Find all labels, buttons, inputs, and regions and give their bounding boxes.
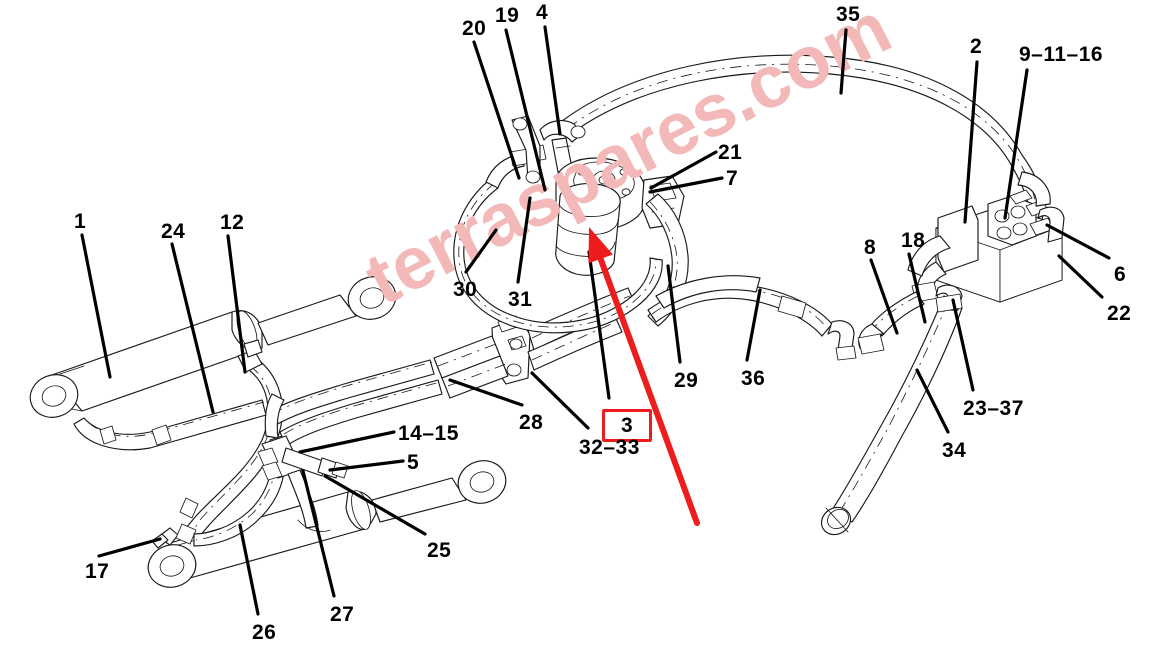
callout-27: 27	[330, 603, 355, 626]
callout-24: 24	[161, 220, 186, 243]
callout-2: 2	[970, 35, 983, 58]
callout-21: 21	[718, 141, 743, 164]
callout-35: 35	[836, 3, 861, 26]
callout-1: 1	[74, 210, 87, 233]
callout-32-33: 32–33	[579, 436, 640, 459]
callout-34: 34	[942, 439, 967, 462]
callout-22: 22	[1107, 302, 1132, 325]
callout-9-11-16: 9–11–16	[1019, 43, 1104, 66]
callout-36: 36	[741, 367, 766, 390]
callout-29: 29	[674, 369, 699, 392]
hose-group-center-right	[645, 193, 857, 361]
callout-28: 28	[519, 411, 544, 434]
callout-4: 4	[536, 1, 549, 24]
callout-26: 26	[252, 621, 277, 644]
callout-25: 25	[427, 539, 452, 562]
callout-12: 12	[220, 211, 245, 234]
callout-23-37: 23–37	[963, 397, 1024, 420]
callout-5: 5	[407, 451, 420, 474]
callout-19: 19	[495, 4, 520, 27]
callout-14-15: 14–15	[398, 422, 459, 445]
callout-20: 20	[462, 17, 487, 40]
manifold-block-right	[907, 171, 1065, 303]
callout-8: 8	[864, 236, 877, 259]
callout-3[interactable]: 3	[602, 409, 653, 442]
callout-17: 17	[85, 560, 110, 583]
callout-6: 6	[1114, 263, 1127, 286]
cylinder-assembly-left	[29, 276, 397, 418]
callout-31: 31	[508, 288, 533, 311]
callout-30: 30	[453, 278, 478, 301]
callout-18: 18	[901, 229, 926, 252]
callout-7: 7	[726, 167, 739, 190]
hose-clamp-center	[433, 287, 637, 399]
